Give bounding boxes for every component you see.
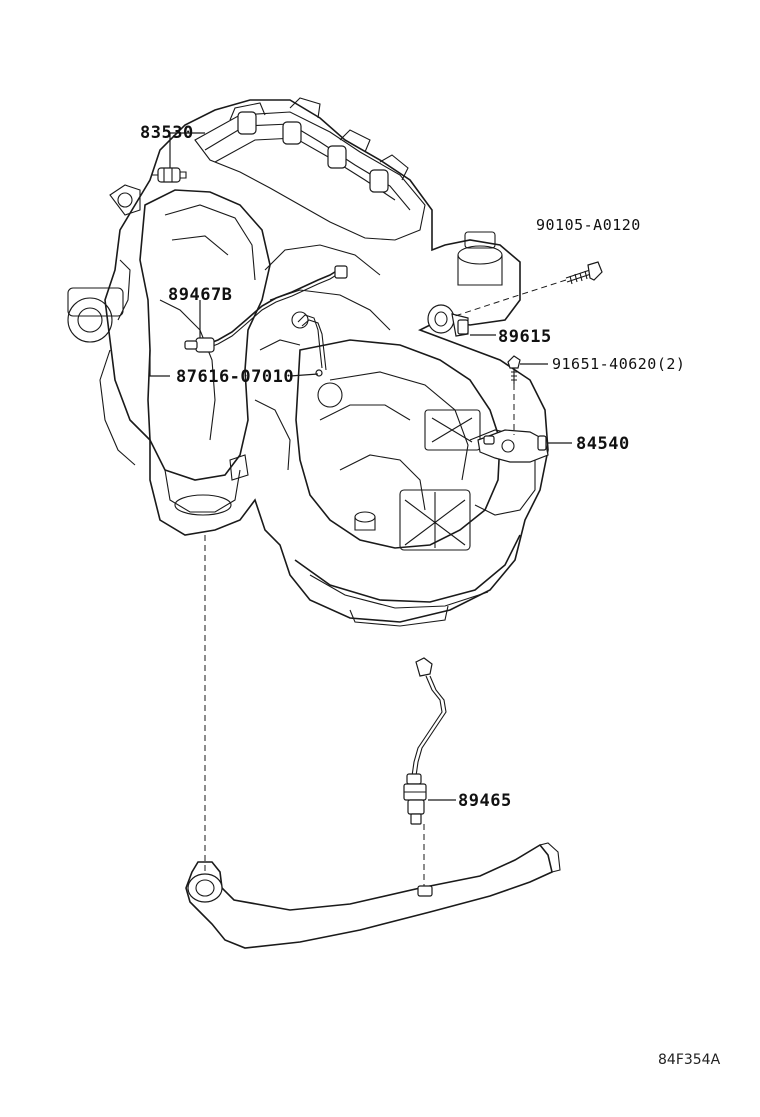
engine-transaxle-assembly-icon: [67, 97, 549, 627]
exhaust-pipe-icon: [185, 842, 561, 949]
knock-sensor-icon: [427, 304, 469, 337]
neutral-start-switch-icon: [477, 429, 549, 463]
diagram-reference-code: 84F354A: [658, 1052, 721, 1068]
oil-pressure-switch-icon: [152, 167, 187, 183]
alignment-lines: [204, 279, 567, 886]
label-83530: 83530: [140, 123, 194, 143]
oxygen-sensor-icon: [184, 265, 348, 353]
screw-icon: [507, 355, 521, 384]
leader-lines: [149, 132, 572, 801]
label-89467b: 89467B: [168, 285, 232, 305]
label-84540: 84540: [576, 434, 630, 454]
label-87616-07010: 87616-07010: [176, 367, 294, 387]
oxygen-sensor-icon: [403, 657, 447, 825]
label-89465: 89465: [458, 791, 512, 811]
label-89615: 89615: [498, 327, 552, 347]
bolt-icon: [565, 261, 603, 285]
label-90105-a0120: 90105-A0120: [536, 216, 641, 234]
wire-clamp-icon: [297, 314, 327, 377]
label-91651-40620: 91651-40620(2): [552, 355, 685, 373]
